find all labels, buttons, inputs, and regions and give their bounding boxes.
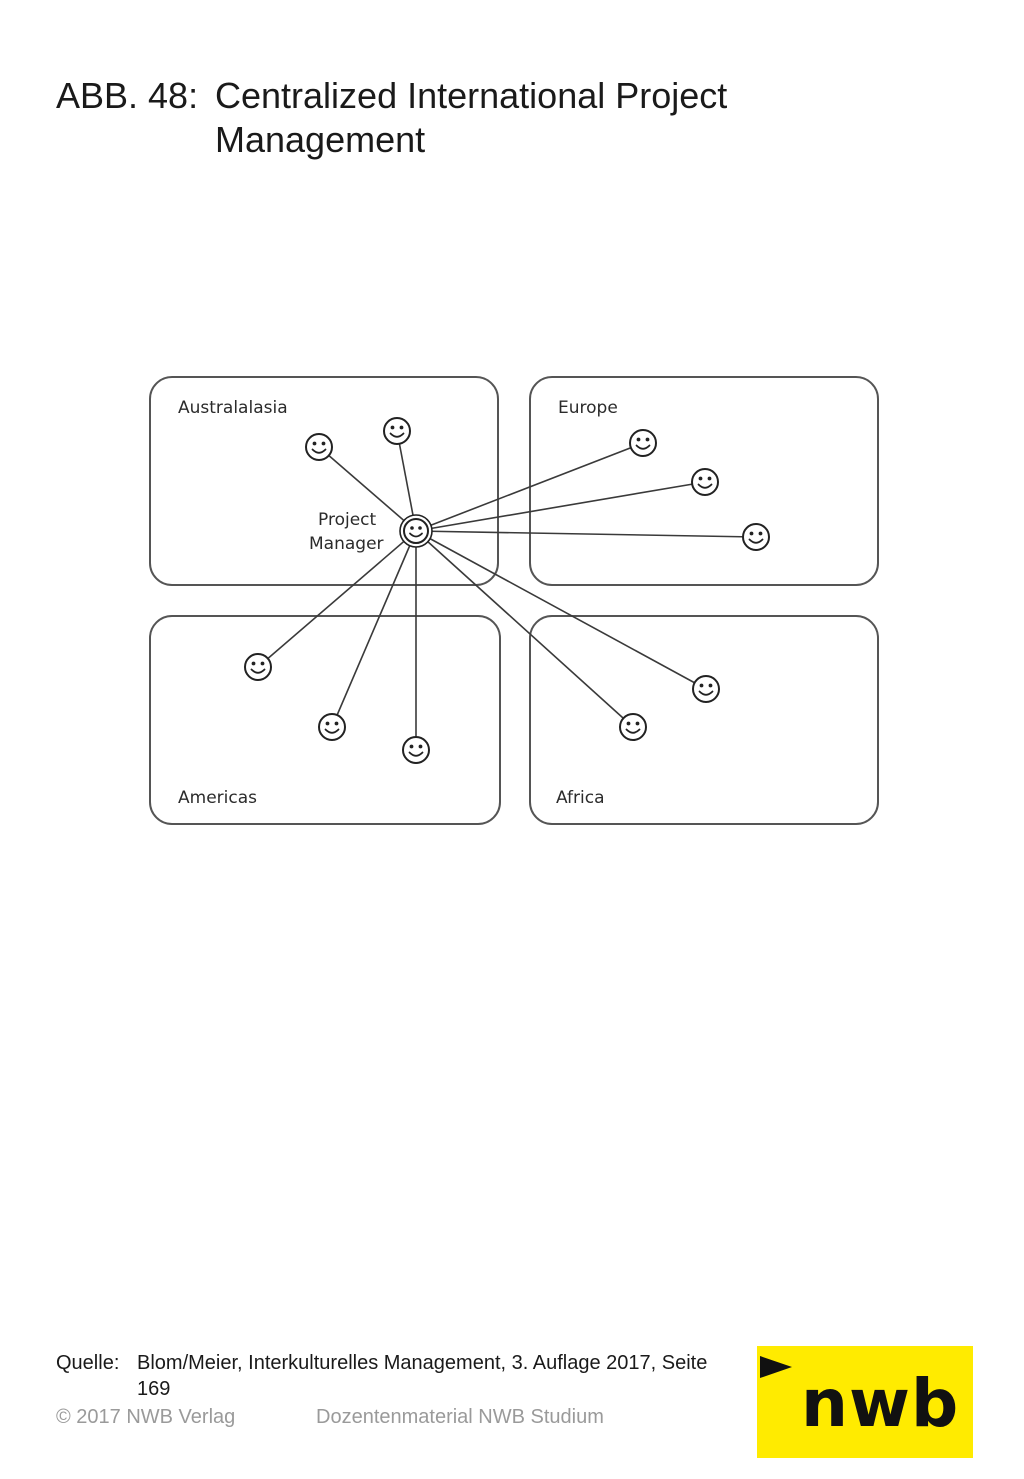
link-africa-2 [415, 530, 634, 728]
figure-title: Centralized International Project Manage… [215, 75, 728, 160]
material-text: Dozentenmaterial NWB Studium [316, 1406, 604, 1428]
team-member-icon [629, 429, 657, 457]
team-member-icon [383, 417, 411, 445]
link-europe-1 [415, 442, 644, 532]
link-europe-2 [415, 481, 706, 532]
project-manager-icon [399, 514, 433, 548]
project-manager-label-line2: Manager [309, 534, 384, 554]
link-australasia-1 [318, 446, 417, 532]
team-member-icon [318, 713, 346, 741]
link-americas-2 [331, 530, 417, 728]
project-manager-label-line1: Project [318, 510, 376, 530]
source-prefix: Quelle: [56, 1352, 120, 1374]
connector-lines [257, 430, 757, 750]
link-americas-1 [257, 530, 417, 668]
link-australasia-2 [396, 430, 417, 532]
region-label-africa: Africa [556, 788, 605, 808]
team-member-icon [619, 713, 647, 741]
team-member-icon [244, 653, 272, 681]
link-africa-1 [415, 530, 707, 690]
team-member-icon [402, 736, 430, 764]
link-europe-3 [415, 530, 757, 538]
team-member-icon [691, 468, 719, 496]
nwb-logo: nwb [757, 1346, 973, 1458]
copyright-text: © 2017 NWB Verlag [56, 1406, 236, 1428]
logo-wordmark: nwb [801, 1365, 960, 1442]
region-box-africa [529, 615, 879, 825]
region-label-europe: Europe [558, 398, 618, 418]
team-member-icon [742, 523, 770, 551]
team-member-icon [692, 675, 720, 703]
source-text: Blom/Meier, Interkulturelles Management,… [137, 1352, 708, 1400]
region-label-australasia: Australalasia [178, 398, 288, 418]
team-member-icon [305, 433, 333, 461]
figure-number: ABB. 48: [56, 75, 199, 116]
region-label-americas: Americas [178, 788, 257, 808]
play-triangle-icon [760, 1356, 792, 1378]
